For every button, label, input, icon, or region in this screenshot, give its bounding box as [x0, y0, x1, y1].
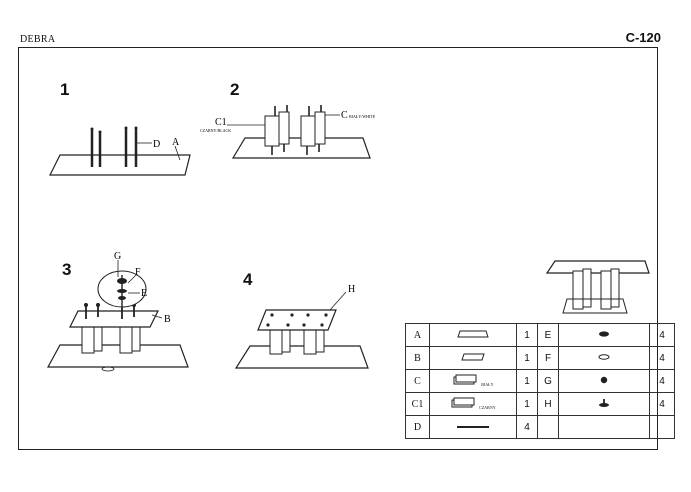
part-label: C [405, 369, 430, 393]
part-qty: 4 [649, 346, 675, 370]
part-qty: 1 [516, 392, 538, 416]
step-3-number: 3 [62, 260, 72, 279]
parts-table: A 1 E 4 B 1 F 4 C BIAŁY 1 G 4 [405, 323, 675, 439]
finished-table-illustration [545, 260, 650, 314]
step-3-illustration: G F E B [46, 251, 189, 372]
model-name: DEBRA [20, 34, 56, 45]
parts-row: A 1 E 4 [405, 323, 675, 347]
part-label: E [537, 323, 559, 347]
part-qty: 1 [516, 323, 538, 347]
parts-row: C BIAŁY 1 G 4 [405, 369, 675, 393]
part-qty: 4 [516, 415, 538, 439]
step-1-number: 1 [60, 80, 70, 99]
product-code: C-120 [625, 30, 661, 45]
parts-row: B 1 F 4 [405, 346, 675, 370]
empty-cell [558, 415, 650, 439]
part-c-note: BIAŁY [481, 381, 494, 387]
step-3-label-b: B [164, 314, 171, 325]
part-e-icon [558, 323, 650, 347]
part-c1-icon: CZARNY [429, 392, 517, 416]
instruction-frame [18, 47, 658, 450]
step-2-sublabel-white: BIAŁY/WHITE [349, 114, 376, 119]
part-c1-note: CZARNY [479, 404, 496, 410]
part-h-icon [558, 392, 650, 416]
step-1-illustration: D A [49, 126, 191, 176]
part-c-icon: BIAŁY [429, 369, 517, 393]
step-1-label-d: D [153, 139, 160, 150]
part-label: F [537, 346, 559, 370]
part-label: H [537, 392, 559, 416]
part-qty: 1 [516, 369, 538, 393]
step-4-number: 4 [243, 270, 253, 289]
step-2-label-c: C [341, 110, 348, 121]
step-2-sublabel-black: CZARNY/BLACK [200, 128, 231, 133]
part-qty [649, 415, 675, 439]
step-4-label-h: H [348, 284, 355, 295]
step-3-label-g: G [114, 251, 121, 262]
part-a-icon [429, 323, 517, 347]
parts-row: C1 CZARNY 1 H 4 [405, 392, 675, 416]
part-label: B [405, 346, 430, 370]
step-3-label-f: F [135, 267, 141, 278]
parts-row: D 4 [405, 415, 675, 439]
part-b-icon [429, 346, 517, 370]
part-g-icon [558, 369, 650, 393]
part-label: D [405, 415, 430, 439]
part-f-icon [558, 346, 650, 370]
part-label: C1 [405, 392, 430, 416]
step-4-illustration: H [234, 284, 369, 369]
part-label [537, 415, 559, 439]
step-2-label-c1: C1 [215, 117, 227, 128]
part-qty: 4 [649, 369, 675, 393]
part-qty: 1 [516, 346, 538, 370]
step-1-label-a: A [172, 137, 180, 148]
part-label: A [405, 323, 430, 347]
step-2-illustration: C1 CZARNY/BLACK C BIAŁY/WHITE [200, 105, 376, 159]
part-qty: 4 [649, 392, 675, 416]
step-2-number: 2 [230, 80, 240, 99]
part-qty: 4 [649, 323, 675, 347]
part-d-icon [429, 415, 517, 439]
part-label: G [537, 369, 559, 393]
step-3-label-e: E [141, 288, 147, 299]
